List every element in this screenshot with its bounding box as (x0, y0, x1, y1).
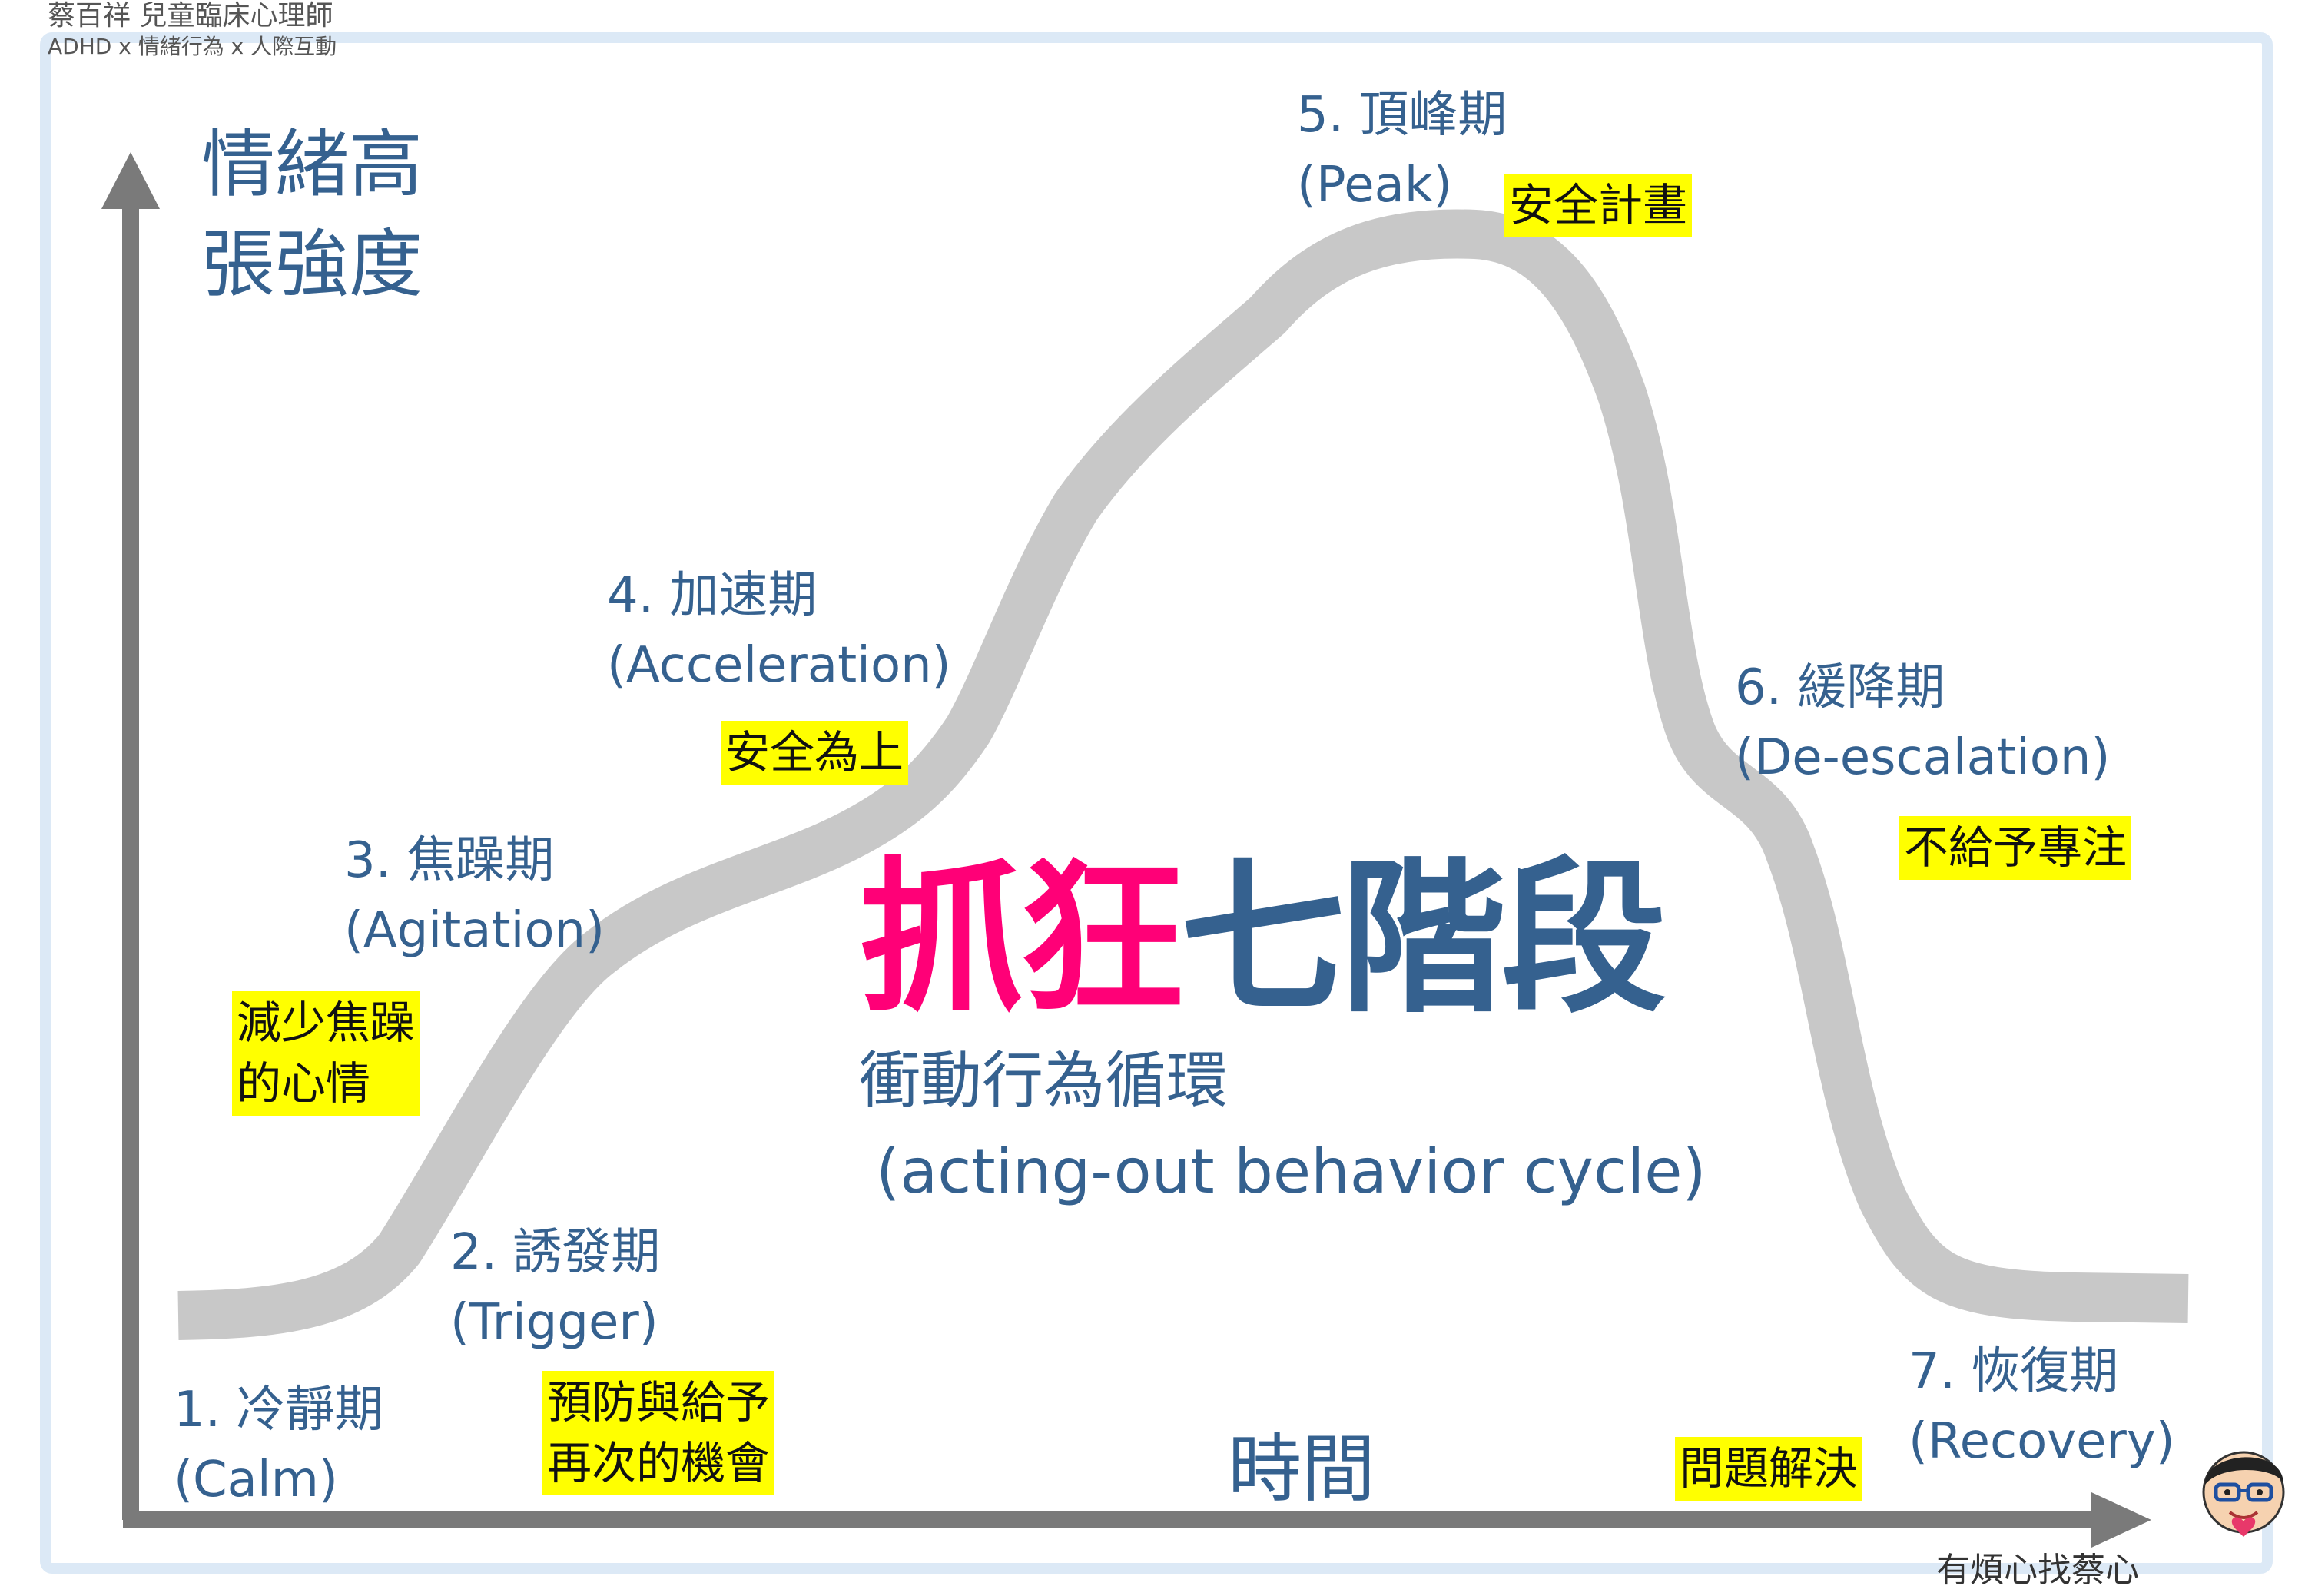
y-axis-label: 情緒高 張強度 (201, 115, 423, 314)
stage-6-note-line1: 不給予專注 (1904, 821, 2128, 874)
stage-6-name: 6. 緩降期 (1735, 659, 1945, 716)
stage-3-note: 減少焦躁 的心情 (232, 991, 420, 1116)
author-tagline: ADHD x 情緒行為 x 人際互動 (48, 34, 337, 59)
stage-4-note: 安全為上 (721, 721, 909, 785)
stage-5-english: (Peak) (1297, 156, 1452, 214)
stage-4-english: (Acceleration) (607, 636, 951, 694)
stage-4-label: 4. 加速期 (Acceleration) (607, 561, 951, 701)
author-name: 蔡百祥 兒童臨床心理師 (48, 0, 333, 32)
y-axis-arrow (101, 152, 160, 209)
stage-2-note-line2: 再次的機會 (547, 1436, 771, 1489)
stage-6-english: (De-escalation) (1735, 728, 2111, 786)
stage-7-note-line1: 問題解決 (1680, 1442, 1859, 1495)
main-title-part2: 七階段 (1180, 842, 1667, 1035)
x-axis-label: 時間 (1228, 1426, 1375, 1512)
stage-2-note: 預防與給予 再次的機會 (542, 1371, 775, 1495)
stage-6-note: 不給予專注 (1899, 816, 2132, 880)
stage-2-english: (Trigger) (450, 1293, 658, 1351)
stage-7-name: 7. 恢復期 (1909, 1343, 2119, 1400)
stage-1-label: 1. 冷靜期 (Calm) (174, 1375, 383, 1515)
stage-3-english: (Agitation) (344, 901, 605, 959)
emotion-curve (177, 209, 2189, 1340)
stage-2-label: 2. 誘發期 (Trigger) (450, 1218, 660, 1358)
stage-2-name: 2. 誘發期 (450, 1224, 661, 1281)
stage-6-label: 6. 緩降期 (De-escalation) (1735, 653, 2110, 793)
cycle-subtitle-zh: 衝動行為循環 (859, 1045, 1228, 1117)
y-axis-label-line1: 情緒高 (201, 121, 423, 207)
stage-3-name: 3. 焦躁期 (344, 832, 555, 889)
stage-5-note-line1: 安全計畫 (1509, 179, 1688, 231)
stage-7-label: 7. 恢復期 (Recovery) (1909, 1337, 2175, 1477)
stage-4-name: 4. 加速期 (607, 567, 818, 624)
stage-4-note-line1: 安全為上 (725, 726, 904, 778)
x-axis-arrow (2091, 1492, 2151, 1548)
main-title: 抓狂七階段 (859, 841, 1667, 1037)
cycle-subtitle-en: (acting-out behavior cycle) (876, 1136, 1706, 1207)
brand-slogan: 有煩心找蔡心 (1936, 1551, 2139, 1590)
stage-1-english: (Calm) (174, 1451, 338, 1508)
stage-5-name: 5. 頂峰期 (1297, 87, 1507, 144)
stage-5-note: 安全計畫 (1504, 174, 1693, 237)
cartoon-psychologist-avatar-icon (2202, 1451, 2285, 1537)
stage-5-label: 5. 頂峰期 (Peak) (1297, 81, 1507, 221)
stage-3-note-line1: 減少焦躁 (237, 997, 416, 1049)
stage-7-note: 問題解決 (1675, 1437, 1863, 1501)
y-axis-label-line2: 張強度 (201, 221, 423, 307)
stage-1-name: 1. 冷靜期 (174, 1382, 384, 1438)
stage-3-label: 3. 焦躁期 (Agitation) (344, 826, 605, 966)
stage-7-english: (Recovery) (1909, 1412, 2175, 1470)
stage-3-note-line2: 的心情 (237, 1057, 371, 1110)
page-frame (40, 32, 2273, 1574)
main-title-part1: 抓狂 (859, 842, 1185, 1035)
stage-2-note-line1: 預防與給予 (547, 1376, 771, 1428)
